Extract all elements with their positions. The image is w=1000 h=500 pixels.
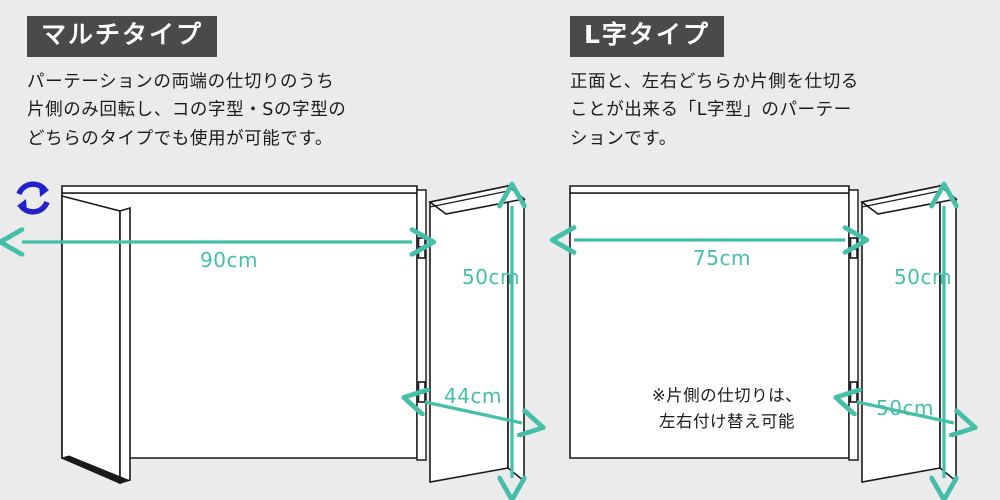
- section-title-badge-multi: マルチタイプ: [27, 16, 218, 57]
- section-description-l: 正面と、左右どちらか片側を仕切る ことが出来る「L字型」のパーテー ションです。: [570, 72, 859, 149]
- section-multi-type: マルチタイプ パーテーションの両端の仕切りのうち 片側のみ回転し、コの字型・Sの…: [27, 16, 347, 149]
- dim-label-multi-width: 90cm: [200, 248, 258, 272]
- l-type-note: ※片側の仕切りは、 左右付け替え可能: [651, 386, 803, 432]
- dim-label-l-width: 75cm: [693, 246, 751, 270]
- dim-label-l-side-height: 50cm: [894, 265, 952, 289]
- section-l-type: L字タイプ 正面と、左右どちらか片側を仕切る ことが出来る「L字型」のパーテー …: [500, 0, 1000, 500]
- dim-label-l-side-width: 50cm: [876, 396, 934, 420]
- section-description-multi: パーテーションの両端の仕切りのうち 片側のみ回転し、コの字型・Sの字型の どちら…: [27, 72, 347, 149]
- dim-label-multi-side-height: 50cm: [462, 265, 520, 289]
- section-title-badge-l: L字タイプ: [570, 16, 724, 57]
- dim-label-multi-side-width: 44cm: [444, 384, 502, 408]
